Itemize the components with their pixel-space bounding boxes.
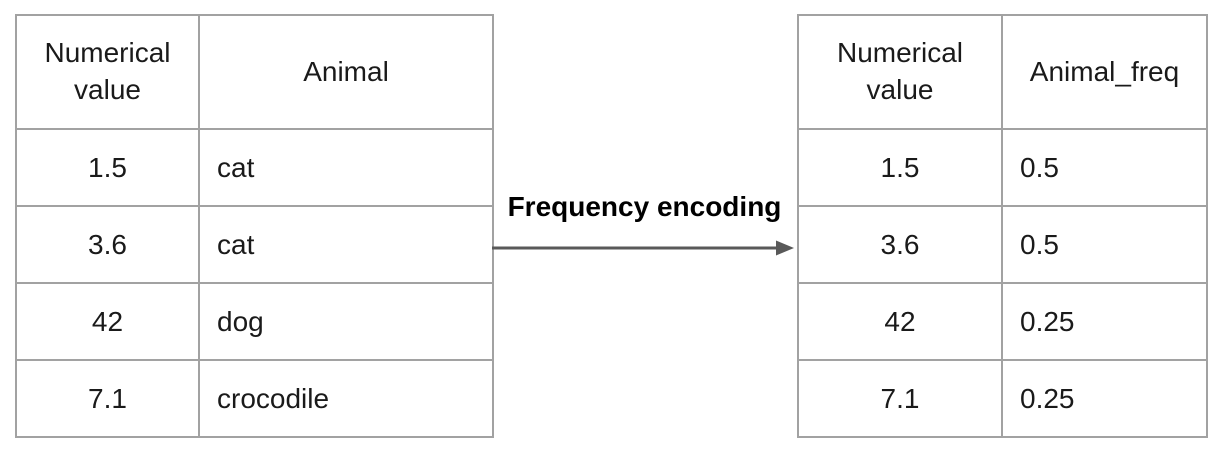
cell-animal: cat (198, 205, 494, 284)
cell-numerical-value: 1.5 (15, 128, 200, 207)
encoded-table: Numerical value Animal_freq 1.5 0.5 3.6 … (797, 14, 1208, 438)
column-header-label: Animal (303, 55, 389, 87)
cell-animal-freq: 0.25 (1001, 282, 1208, 361)
cell-numerical-value: 42 (797, 282, 1003, 361)
table-row: 42 0.25 (797, 282, 1208, 361)
table-header-row: Numerical value Animal (15, 14, 494, 130)
cell-animal: crocodile (198, 359, 494, 438)
table-row: 7.1 crocodile (15, 359, 494, 438)
cell-numerical-value: 1.5 (797, 128, 1003, 207)
cell-animal-freq: 0.25 (1001, 359, 1208, 438)
column-header-animal-freq: Animal_freq (1001, 14, 1208, 130)
column-header-label: Numerical value (44, 37, 171, 105)
table-row: 1.5 cat (15, 128, 494, 207)
cell-numerical-value: 3.6 (15, 205, 200, 284)
table-row: 42 dog (15, 282, 494, 361)
column-header-numerical-value: Numerical value (797, 14, 1003, 130)
cell-numerical-value: 42 (15, 282, 200, 361)
column-header-numerical-value: Numerical value (15, 14, 200, 130)
table-row: 7.1 0.25 (797, 359, 1208, 438)
cell-animal-freq: 0.5 (1001, 128, 1208, 207)
right-arrow-icon (492, 238, 795, 258)
column-header-animal: Animal (198, 14, 494, 130)
table-row: 1.5 0.5 (797, 128, 1208, 207)
cell-numerical-value: 7.1 (15, 359, 200, 438)
column-header-label: Numerical value (836, 37, 964, 105)
table-header-row: Numerical value Animal_freq (797, 14, 1208, 130)
cell-numerical-value: 3.6 (797, 205, 1003, 284)
source-table: Numerical value Animal 1.5 cat 3.6 cat 4… (15, 14, 494, 438)
cell-animal: cat (198, 128, 494, 207)
column-header-label: Animal_freq (1029, 55, 1180, 87)
cell-numerical-value: 7.1 (797, 359, 1003, 438)
cell-animal: dog (198, 282, 494, 361)
cell-animal-freq: 0.5 (1001, 205, 1208, 284)
arrow-label: Frequency encoding (507, 191, 782, 222)
table-row: 3.6 0.5 (797, 205, 1208, 284)
table-row: 3.6 cat (15, 205, 494, 284)
